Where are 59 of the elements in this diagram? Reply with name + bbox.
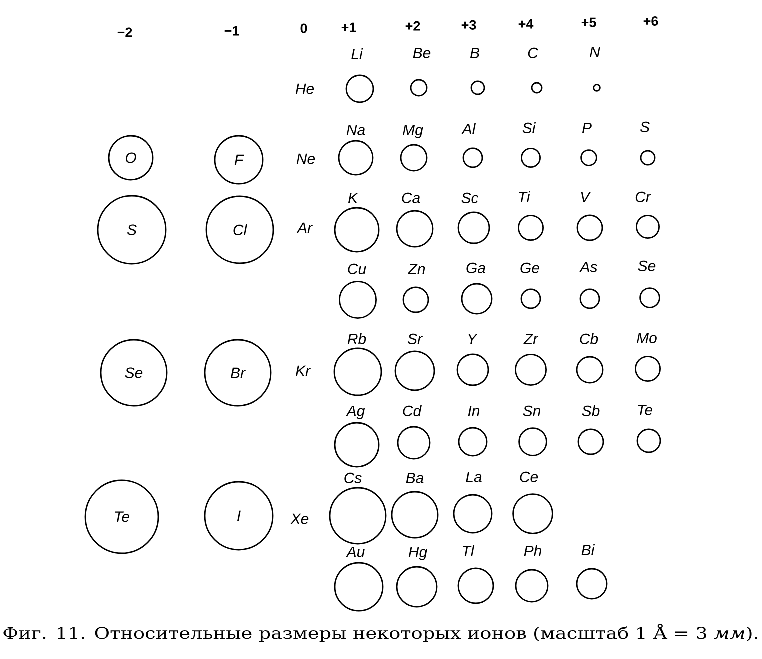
element-symbol: Cd [403,405,422,416]
element-symbol: Ba [406,472,424,484]
element-symbol: Se [638,260,656,272]
element-symbol: Ph [524,545,542,556]
element-symbol: K [348,192,359,204]
element-symbol: As [580,262,598,272]
element-symbol: C [528,48,538,58]
element-symbol: Ca [402,192,420,204]
element-symbol: Al [462,123,476,134]
element-symbol: Be [413,48,431,58]
charge-label: +3 [462,20,476,30]
charge-label: 0 [300,24,308,34]
element-symbol: S [640,122,650,132]
element-symbol: Rb [348,333,366,344]
element-symbol: Zr [524,334,539,344]
element-symbol: He [296,84,314,94]
charge-label: +4 [518,20,534,29]
element-symbol: Ar [296,222,313,234]
element-symbol: Ne [296,154,316,164]
element-symbol: Au [346,546,365,558]
element-symbol: Ce [520,472,538,482]
element-symbol: Te [638,404,653,416]
element-symbol: B [470,48,480,58]
charge-label: −1 [224,26,240,36]
element-symbol: Bi [582,544,595,556]
element-symbol: Cb [580,333,598,344]
figure-caption: Фиг. 11. Относительные размеры некоторых ионов (масштаб 1 Å = 3 мм). [4,624,758,642]
element-symbol: Sr [408,334,423,344]
element-symbol: Cr [636,192,652,202]
charge-label: −2 [118,28,132,38]
element-symbol: N [590,46,600,58]
element-symbol: Mo [637,332,657,344]
element-symbol: Ti [519,191,531,202]
element-symbol: Y [468,334,478,344]
element-symbol: In [468,406,480,416]
element-symbol: Ga [466,262,486,274]
element-symbol: Ag [346,406,366,420]
element-symbol: La [466,472,482,482]
element-symbol: Cu [348,264,366,274]
charge-label: +2 [406,21,420,31]
charge-label: +5 [582,18,596,28]
element-symbol: P [582,122,592,134]
element-symbol: Li [352,48,364,60]
element-symbol: Zn [408,264,426,274]
element-symbol: Ge [520,262,540,274]
element-symbol: Xe [290,514,309,524]
element-symbol: V [581,192,592,202]
element-symbol: Cs [344,472,362,484]
element-symbol: Si [522,122,536,134]
element-symbol: Hg [408,546,428,560]
charge-label: +6 [644,16,658,26]
element-symbol: Sn [523,406,540,416]
element-symbol: Na [346,124,366,136]
charge-label: +1 [342,22,356,32]
element-symbol: Mg [403,124,424,138]
element-symbol: Sc [462,192,479,204]
element-symbol: Kr [296,366,311,376]
element-symbol: Tl [463,545,475,556]
element-symbol: Sb [582,405,600,416]
